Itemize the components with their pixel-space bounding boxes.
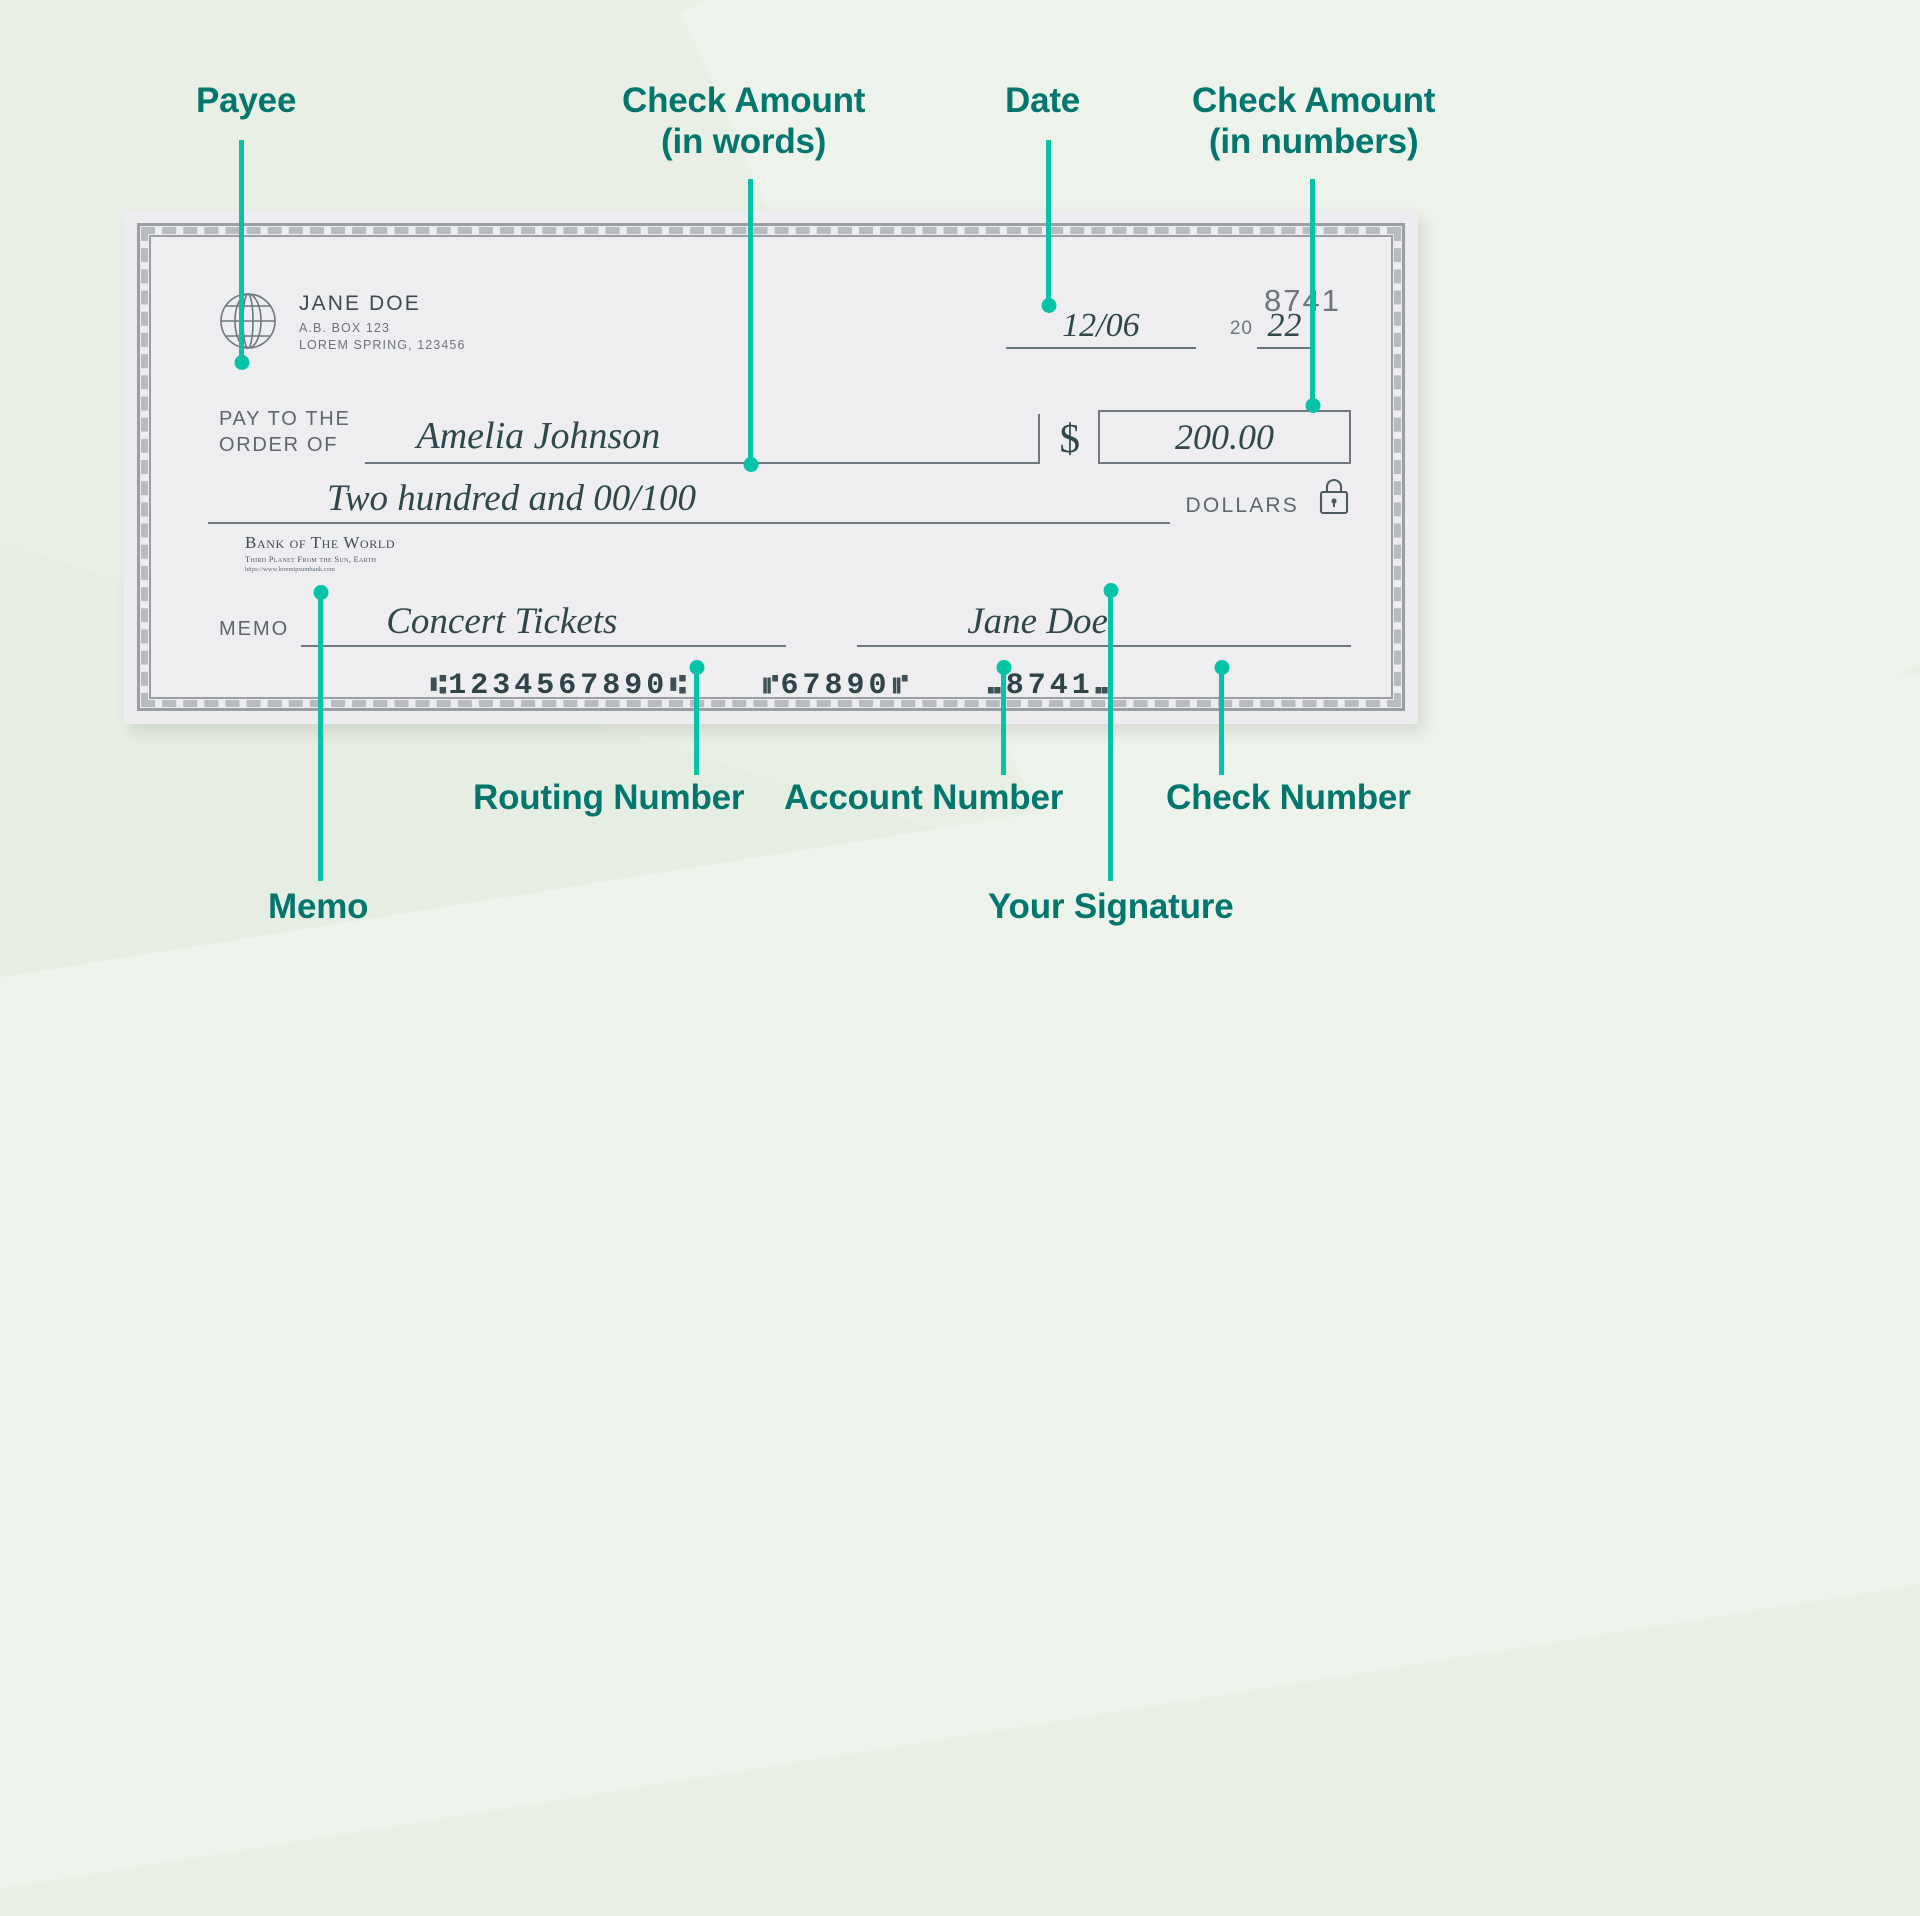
bank-tagline: Third Planet From the Sun, Earth [245,554,377,564]
annotation-text: (in words) [661,122,827,162]
date-row: 12/06 20 22 [1005,307,1312,349]
annotation-label-amount-words: Check Amount (in words) [622,80,865,163]
bank-block: Bank of The World Third Planet From the … [245,533,395,573]
year-field[interactable]: 22 [1257,307,1312,349]
annotation-label-check-number: Check Number [1166,777,1411,818]
holder-address-line-2: LOREM SPRING, 123456 [299,338,466,353]
amount-words-field[interactable]: Two hundred and 00/100 [208,478,1170,524]
micr-line: ⑆ 1234567890 ⑆ ⑈ 67890 ⑈ ⑉ 8741 ⑉ [151,669,1391,703]
amount-numbers-field[interactable]: 200.00 [1098,410,1351,465]
amount-words-row: Two hundred and 00/100 DOLLARS [208,477,1351,524]
annotation-text: Memo [268,887,369,926]
annotation-text: Date [1005,81,1081,120]
micr-transit-symbol-left: ⑆ [430,671,447,701]
pay-to-order-row: PAY TO THE ORDER OF Amelia Johnson $ 200… [219,407,1351,465]
memo-field[interactable]: Concert Tickets [301,599,787,647]
signature-field[interactable]: Jane Doe [857,599,1351,647]
memo-label: MEMO [219,618,290,640]
micr-check-number: 8741 [1005,669,1094,703]
year-value: 22 [1267,307,1302,344]
pointer-signature [1108,588,1113,881]
annotation-text: Check Amount [622,81,866,120]
date-field[interactable]: 12/06 [1005,307,1196,349]
micr-onus-symbol-left: ⑈ [762,671,779,701]
memo-signature-row: MEMO Concert Tickets Jane Doe [219,599,1351,647]
holder-address-line-1: A.B. BOX 123 [299,321,391,335]
pointer-payee [239,140,244,365]
bank-name: Bank of The World [245,533,396,552]
pointer-routing-number [694,665,699,775]
check-face: JANE DOE A.B. BOX 123 LOREM SPRING, 1234… [151,237,1391,703]
micr-routing-group: ⑆ 1234567890 ⑆ [429,669,688,703]
annotation-label-memo: Memo [268,886,369,927]
dollar-sign: $ [1059,415,1081,462]
date-value: 12/06 [1062,307,1140,344]
lock-icon [1317,477,1351,520]
annotation-label-signature: Your Signature [988,886,1234,927]
signature-value: Jane Doe [967,601,1108,642]
payee-field[interactable]: Amelia Johnson [364,414,1040,465]
bank-url: https://www.loremipsumbank.com [245,566,335,573]
micr-account-number: 67890 [780,669,891,703]
annotation-text: Your Signature [988,887,1234,926]
micr-account-group: ⑈ 67890 ⑈ [761,669,910,703]
pointer-amount-words [748,179,753,467]
holder-name: JANE DOE [299,292,421,315]
annotation-label-amount-numbers: Check Amount (in numbers) [1192,80,1435,163]
annotation-text: (in numbers) [1208,122,1419,162]
pointer-memo [318,590,323,881]
micr-transit-symbol-right: ⑆ [670,671,686,701]
annotation-text: Routing Number [473,778,745,817]
pay-to-label-line-1: PAY TO THE [219,408,351,430]
memo-value: Concert Tickets [386,601,618,642]
pay-to-order-label: PAY TO THE ORDER OF [219,407,351,464]
annotation-label-routing-number: Routing Number [473,777,745,818]
payee-value: Amelia Johnson [416,415,661,458]
annotation-text: Check Number [1166,778,1411,817]
pointer-account-number [1001,665,1006,775]
annotation-text: Account Number [784,778,1064,817]
amount-words-value: Two hundred and 00/100 [327,478,696,519]
annotation-text: Payee [196,81,297,120]
pointer-date [1046,140,1051,308]
annotation-label-date: Date [1005,80,1080,121]
dollars-label: DOLLARS [1185,494,1299,517]
background-shape-bottom [0,651,1920,1916]
year-prefix-label: 20 [1229,318,1253,339]
pointer-amount-numbers [1310,179,1315,408]
globe-icon [219,292,277,350]
annotation-label-account-number: Account Number [784,777,1063,818]
annotation-label-payee: Payee [196,80,296,121]
annotation-text: Check Amount [1192,81,1436,120]
pay-to-label-line-2: ORDER OF [219,433,339,456]
account-holder-block: JANE DOE A.B. BOX 123 LOREM SPRING, 1234… [219,292,466,355]
micr-onus-symbol-right: ⑈ [892,671,909,701]
micr-routing-number: 1234567890 [448,669,669,703]
pointer-check-number [1219,665,1224,775]
amount-numbers-value: 200.00 [1175,417,1274,458]
